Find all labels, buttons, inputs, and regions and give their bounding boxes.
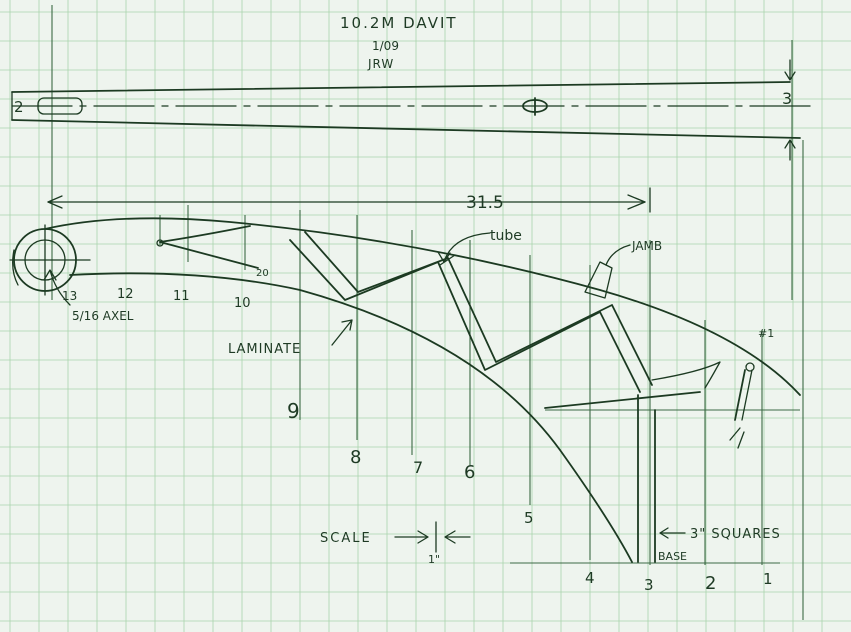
squares-label: 3" SQUARES [690,527,781,542]
base-post [544,361,721,563]
drawing-date: 1/09 [372,39,399,53]
station-13: 13 [62,289,77,303]
station-2: 2 [705,573,716,594]
station-9: 9 [287,399,300,423]
station-10: 10 [234,296,251,311]
top-view-arm [11,59,811,161]
davit-arm-profile [44,217,801,563]
length-dimension [47,187,651,213]
drawing-title: 10.2M DAVIT [340,14,458,32]
station-5: 5 [524,509,534,527]
station-7: 7 [413,458,423,477]
small-20-label: 20 [256,268,269,279]
laminate-label: LAMINATE [228,342,301,357]
leader-lines [43,232,686,553]
scale-value: 1" [428,553,440,566]
truss-tubes [289,231,653,393]
tube-label: tube [490,228,522,244]
scale-label: SCALE [320,531,372,546]
drawing-author: JRW [367,57,394,71]
base-label: BASE [658,550,687,563]
jamb-block [584,261,613,299]
station-3: 3 [644,576,654,594]
hole-pin [729,362,755,449]
overall-length-label: 31.5 [466,193,504,213]
left-end-mark: 2 [14,98,24,116]
axel-label: 5/16 AXEL [72,309,134,323]
hole-mark-label: #1 [758,327,774,340]
station-guides [51,5,804,620]
end-dimension: 3 [782,89,792,108]
station-4: 4 [585,569,595,587]
station-8: 8 [350,447,361,468]
station-1: 1 [763,570,773,588]
station-11: 11 [173,289,190,304]
station-6: 6 [464,462,475,483]
station-12: 12 [117,287,134,302]
jamb-label: JAMB [631,239,662,253]
